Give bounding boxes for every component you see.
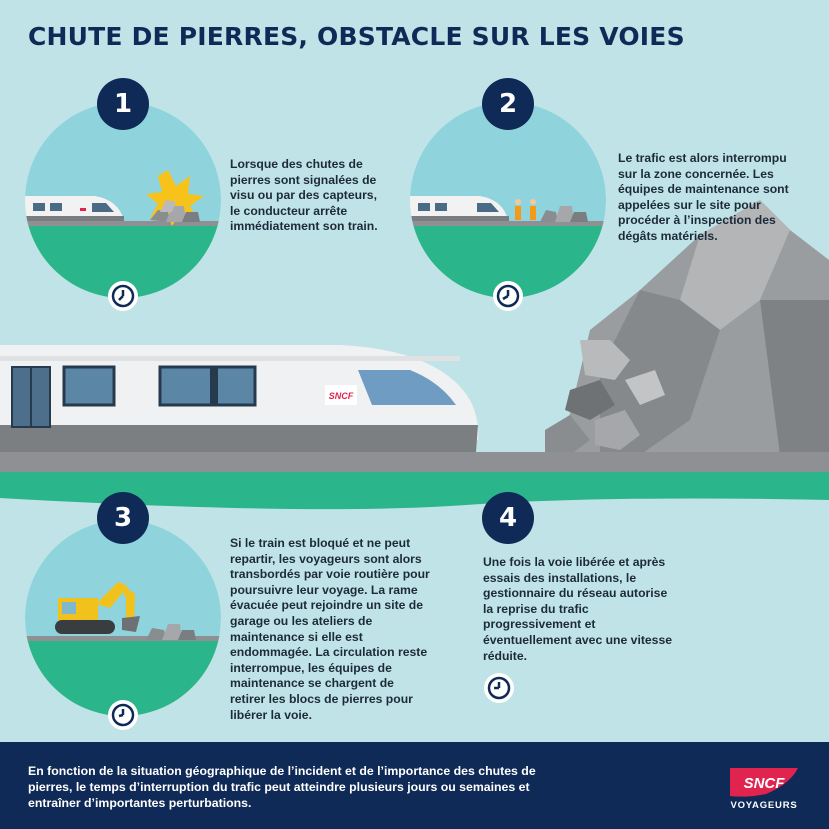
scene-3 bbox=[25, 520, 221, 716]
step-number-1: 1 bbox=[97, 78, 149, 130]
worker-icon bbox=[515, 199, 536, 220]
train-logo: SNCF bbox=[328, 391, 354, 401]
scene-4 bbox=[413, 505, 603, 695]
step-1-text: Lorsque des chutes de pierres sont signa… bbox=[230, 157, 378, 234]
clock-icon bbox=[108, 281, 138, 311]
excavator-icon bbox=[55, 582, 140, 634]
logo-subtitle: VOYAGEURS bbox=[730, 800, 798, 811]
logo-text: SNCF bbox=[744, 775, 786, 792]
step-number-3: 3 bbox=[97, 492, 149, 544]
main-train bbox=[0, 345, 479, 452]
footer bbox=[0, 742, 829, 829]
mountain bbox=[545, 200, 829, 455]
step-4-text: Une fois la voie libérée et après essais… bbox=[483, 555, 673, 663]
rock-icon bbox=[150, 200, 200, 222]
footer-text: En fonction de la situation géographique… bbox=[28, 764, 536, 810]
clock-icon bbox=[108, 700, 138, 730]
step-3-text: Si le train est bloqué et ne peut repart… bbox=[230, 536, 430, 722]
train-icon bbox=[25, 196, 124, 221]
sncf-logo: SNCF VOYAGEURS bbox=[726, 764, 802, 816]
step-number-4: 4 bbox=[482, 492, 534, 544]
clock-icon bbox=[493, 281, 523, 311]
page-title: CHUTE DE PIERRES, OBSTACLE SUR LES VOIES bbox=[28, 22, 685, 51]
step-number-2: 2 bbox=[482, 78, 534, 130]
scene-1 bbox=[25, 102, 221, 298]
scene-2 bbox=[410, 102, 606, 298]
step-2-text: Le trafic est alors interrompu sur la zo… bbox=[618, 151, 789, 243]
clock-icon bbox=[484, 673, 514, 703]
